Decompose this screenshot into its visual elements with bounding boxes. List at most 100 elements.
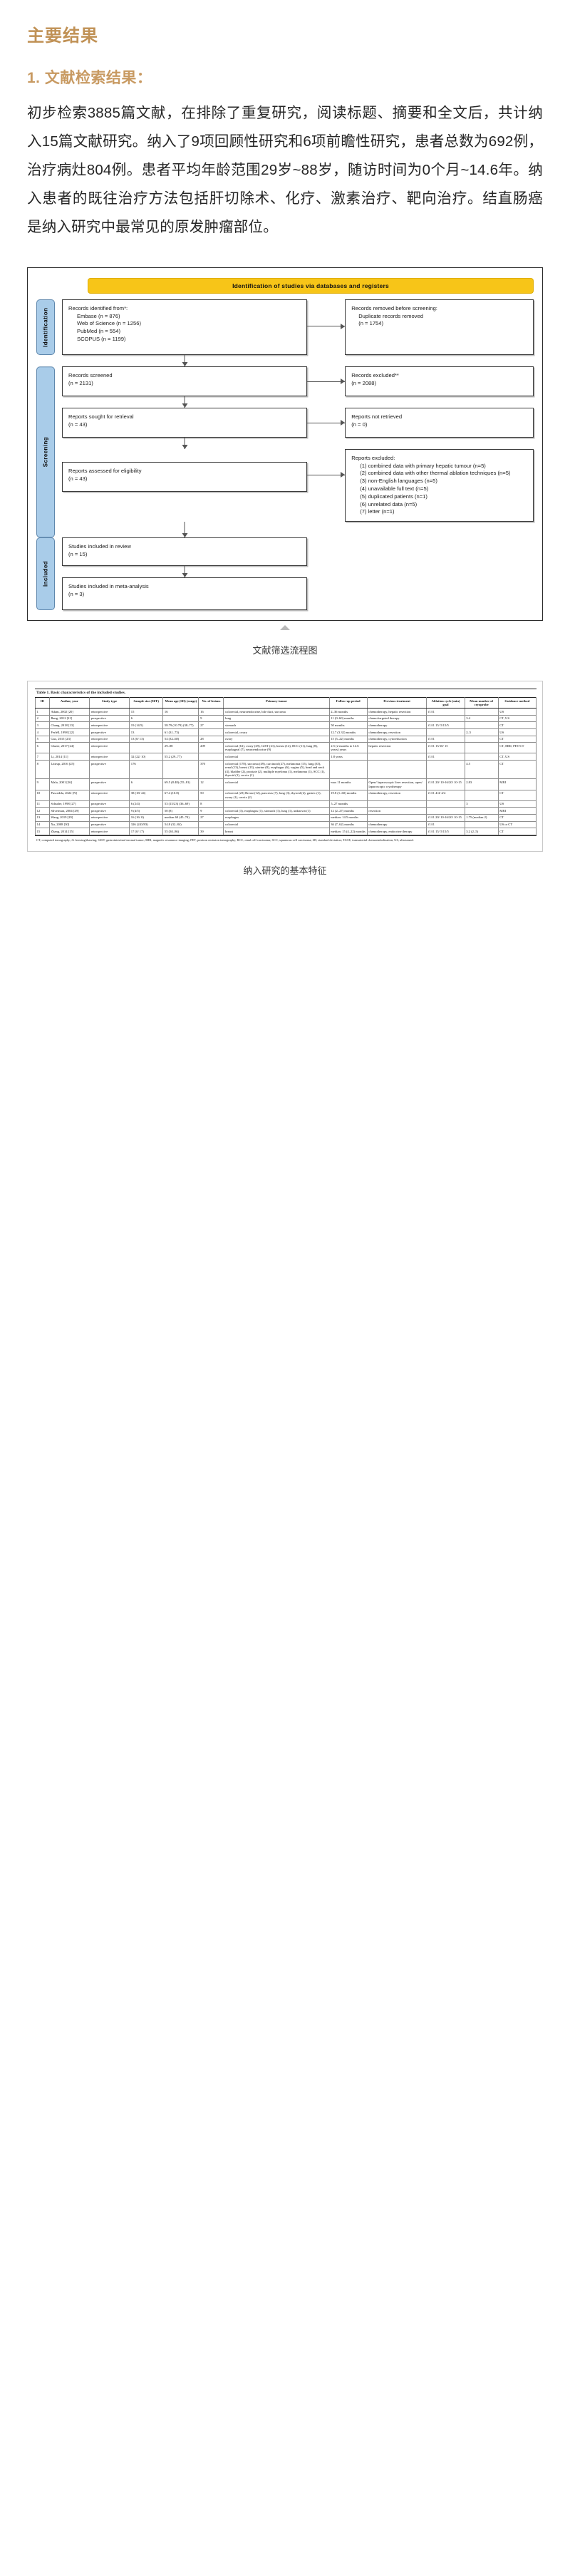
stage-label-screening: Screening — [36, 366, 55, 538]
table-cell — [426, 714, 465, 723]
table-cell: colorectal (178), sarcoma (49), carcinoi… — [223, 760, 330, 780]
table-cell: prospective — [88, 807, 130, 815]
table-cell: chemotherapy, hepatic resection — [366, 708, 428, 716]
th-previous-treatment: Previous treatment — [366, 697, 428, 709]
table-cell: 10 — [35, 789, 50, 801]
table-cell: resection — [366, 807, 428, 815]
table-cell: 54 (32–68) — [162, 735, 200, 743]
prisma-diagram: Identification of studies via databases … — [27, 267, 543, 622]
table-cell: 8 — [35, 760, 50, 780]
table-caption: 纳入研究的基本特征 — [243, 865, 327, 876]
table-cell: 12 (2–27) months — [328, 807, 368, 815]
table-cell: 2–5 — [464, 728, 499, 736]
table-cell: 27 — [198, 813, 224, 822]
table-cell — [426, 728, 465, 736]
table-cell: chemotherapy, endocrine therapy — [366, 828, 428, 835]
figure-caption: 文献筛选流程图 — [252, 645, 318, 656]
article-body: 主要结果 1. 文献检索结果： 初步检索3885篇文献，在排除了重复研究，阅读标… — [0, 0, 570, 242]
table-cell: 5–27 months — [328, 800, 368, 808]
table-cell: f1/f1 — [426, 708, 465, 716]
table-cell — [426, 760, 465, 780]
table-cell: 12.7 (3.32) months — [328, 728, 368, 736]
table-cell: retrospective — [88, 735, 130, 743]
prisma-banner: Identification of studies via databases … — [88, 277, 534, 294]
box-records-screened-title: Records screened — [68, 371, 113, 378]
table-cell: 13 — [129, 728, 164, 736]
table-cell — [198, 753, 224, 761]
table-cell: retrospective — [88, 813, 130, 822]
table-cell: retrospective — [88, 789, 130, 801]
table-cell: f1/f1 20/ 10-16/20/ 10-15 — [426, 778, 465, 790]
table-cell: colorectal (3), esophagus (1), stomach (… — [223, 807, 330, 815]
article-page: 主要结果 1. 文献检索结果： 初步检索3885篇文献，在排除了重复研究，阅读标… — [0, 0, 570, 877]
table-cell: 9 — [198, 714, 224, 723]
prisma-pair-screened: Records screened (n = 2131) Records excl… — [62, 366, 534, 396]
table-cell: 67.4 (10.8) — [162, 789, 200, 801]
table-cell: prospective — [88, 728, 130, 736]
table-cell — [464, 807, 499, 815]
th-no-lesions: No. of lesions — [198, 697, 224, 709]
table-cell — [366, 800, 428, 808]
table-cell: 6 — [129, 714, 164, 723]
table-cell: 9 (4/5) — [129, 807, 164, 815]
table-cell: 8 — [198, 800, 224, 808]
table-header-row: ID Author, year Study type Sample size (… — [35, 697, 537, 709]
table-cell: 19.8 (1–60) months — [328, 789, 368, 801]
table-cell: CT, US — [497, 753, 537, 761]
table-cell: esophagus — [223, 813, 330, 822]
table-cell: 2 — [35, 714, 50, 723]
table-cell — [198, 728, 224, 736]
table-cell: 1.8 years — [328, 753, 368, 761]
table-cell: hepatic resection — [366, 742, 428, 754]
table-cell — [366, 753, 428, 761]
table-cell: CT — [497, 721, 537, 730]
table-cell: Gao, 2015 [23] — [48, 735, 90, 743]
table-cell: 3.4 — [464, 714, 499, 723]
reports-excluded-item-6: (7) letter (n=1) — [360, 508, 395, 515]
table-cell: 13 — [35, 813, 50, 822]
table-cell: CT — [497, 735, 537, 743]
table-cell: retrospective — [88, 721, 130, 730]
characteristics-table: ID Author, year Study type Sample size (… — [35, 697, 537, 835]
table-cell: 11 — [35, 800, 50, 808]
table-cell — [223, 800, 330, 808]
table-cell: chemotherapy — [366, 820, 428, 829]
table-cell — [366, 813, 428, 822]
reports-excluded-item-1: (2) combined data with other thermal abl… — [360, 470, 511, 477]
collapse-caret-icon[interactable] — [280, 625, 290, 631]
table-cell: 50 months — [328, 721, 368, 730]
table-cell: 53 (15/23) (36–69) — [162, 800, 200, 808]
table-cell: colorectal — [223, 753, 330, 761]
reports-excluded-item-5: (6) unrelated data (n=5) — [360, 500, 418, 508]
table-cell: 6 (2/4) — [129, 800, 164, 808]
table-cell: chemotherapy, resection — [366, 728, 428, 736]
box-records-excluded-count: (n = 2088) — [351, 379, 377, 386]
table-cell: Xu, 2008 [30] — [48, 820, 90, 829]
table-cell: 69.5 (8.48) (55–81) — [162, 778, 200, 790]
table-cell: 61 (31–73) — [162, 728, 200, 736]
table-cell: prospective — [88, 778, 130, 790]
prisma-connector-5 — [62, 566, 534, 578]
reports-excluded-item-2: (3) non-English languages (n=5) — [360, 478, 437, 485]
prisma-pair-sought: Reports sought for retrieval (n = 43) Re… — [62, 407, 534, 438]
prisma-pair-assessed: Reports assessed for eligibility (n = 43… — [62, 448, 534, 522]
table-cell: 55.2 (29–77) — [162, 753, 200, 761]
box-studies-included-meta: Studies included in meta-analysis (n = 3… — [62, 577, 308, 611]
table-cell: median 60 (45–74) — [162, 813, 200, 822]
box-reports-assessed: Reports assessed for eligibility (n = 43… — [62, 461, 308, 492]
box-studies-review-count: (n = 15) — [68, 550, 88, 557]
table-cell: 5 — [35, 735, 50, 743]
table-cell: MRI — [497, 807, 537, 815]
prisma-connector-2 — [62, 396, 534, 408]
table-cell: Mala, 2001 [26] — [48, 778, 90, 790]
table-cell: prospective — [88, 714, 130, 723]
